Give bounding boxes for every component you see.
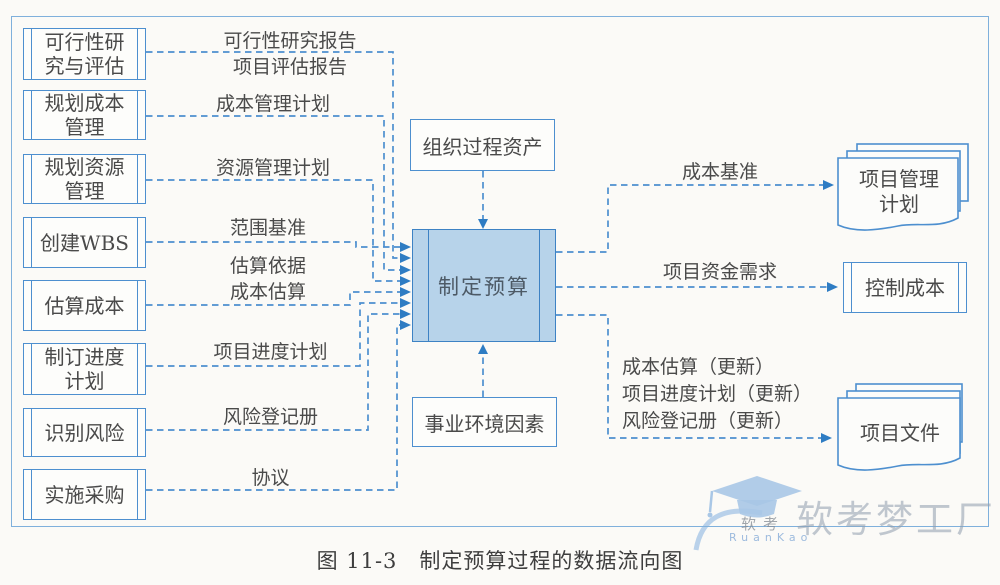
flow-label-agreements: 协议 (251, 467, 290, 489)
figure-caption: 图 11-3 制定预算过程的数据流向图 (316, 549, 684, 573)
box-estimate-costs: 估算成本 (23, 280, 146, 331)
box-develop-schedule: 制订进度 计划 (23, 343, 146, 395)
flow-label-resource-mgmt-plan: 资源管理计划 (215, 157, 330, 179)
box-feasibility-study: 可行性研 究与评估 (23, 28, 146, 80)
flow-label-project-schedule: 项目进度计划 (213, 341, 328, 363)
flow-label-cost-estimates: 成本估算 (229, 281, 306, 303)
box-create-wbs: 创建WBS (23, 217, 146, 268)
doc-label-project-management-plan: 项目管理 计划 (859, 167, 939, 216)
flow-label-evaluation-report: 项目评估报告 (232, 56, 347, 78)
box-enterprise-environmental-factors: 事业环境因素 (412, 397, 557, 447)
flow-label-funding-requirements: 项目资金需求 (662, 261, 777, 283)
flow-label-feasibility-report: 可行性研究报告 (223, 30, 357, 52)
watermark-latin: RuanKao (729, 531, 813, 544)
doc-label-project-documents: 项目文件 (860, 420, 940, 445)
box-identify-risks: 识别风险 (23, 408, 146, 457)
flow-label-cost-baseline: 成本基准 (681, 161, 758, 183)
box-plan-resource-management: 规划资源 管理 (23, 154, 146, 204)
flow-label-scope-baseline: 范围基准 (229, 217, 306, 239)
flow-label-cost-mgmt-plan: 成本管理计划 (215, 93, 330, 115)
box-control-costs: 控制成本 (843, 262, 967, 313)
box-conduct-procurements: 实施采购 (23, 469, 146, 520)
flow-label-risk-register: 风险登记册 (222, 406, 318, 428)
box-determine-budget: 制定预算 (412, 229, 556, 342)
flow-label-updates: 成本估算（更新） 项目进度计划（更新） 风险登记册（更新） (622, 356, 813, 432)
box-plan-cost-management: 规划成本 管理 (23, 90, 146, 140)
watermark-seal: 软考 (741, 515, 786, 533)
watermark-brand: 软考梦工厂 (796, 498, 996, 541)
box-organizational-process-assets: 组织过程资产 (410, 119, 555, 171)
figure-border (11, 16, 989, 527)
flow-label-basis-of-estimates: 估算依据 (229, 255, 306, 277)
